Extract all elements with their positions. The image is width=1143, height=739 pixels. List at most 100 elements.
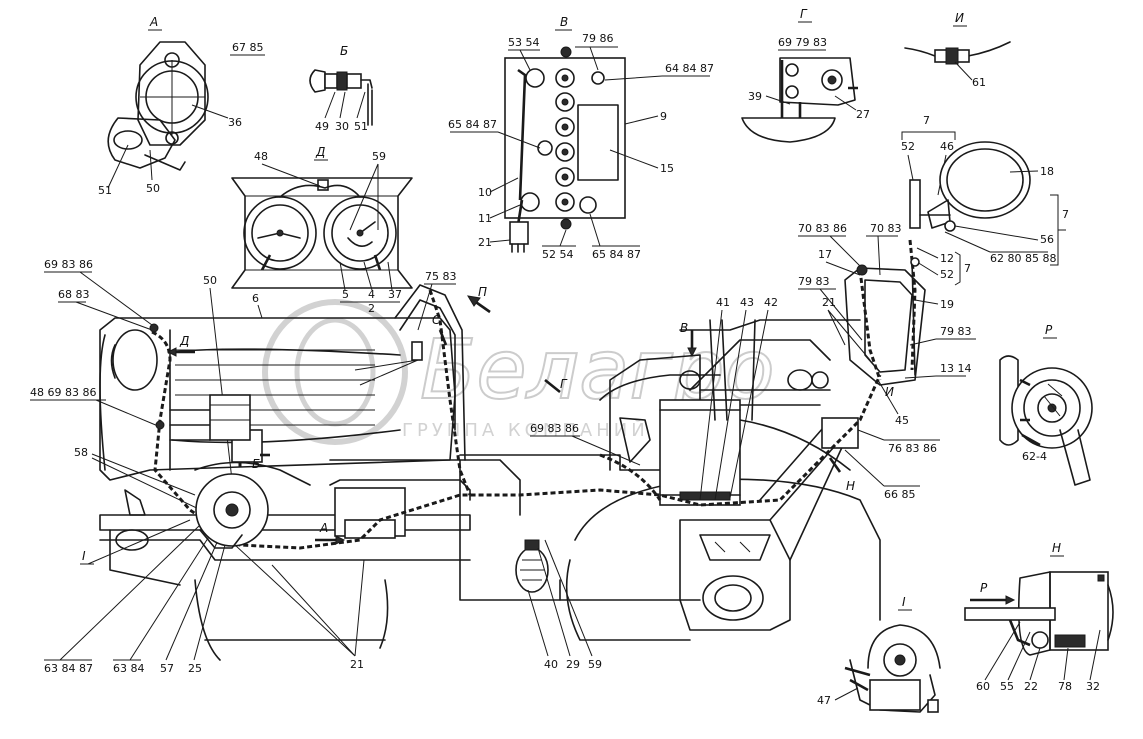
label-70-83-86: 70 83 86 [798,222,847,235]
label-36: 36 [228,116,242,129]
label-64-84-87-a: 64 84 87 [665,62,714,75]
arrow-letter-d: Д [179,334,189,348]
label-61: 61 [972,76,986,89]
view-i-letter: И [955,11,964,25]
label-70-83: 70 83 [870,222,902,235]
front-generator [195,394,269,549]
label-10: 10 [478,186,492,199]
label-30: 30 [335,120,349,133]
tractor-body [99,259,926,661]
label-7-a: 7 [923,114,930,127]
label-69-79-83: 69 79 83 [778,36,827,49]
label-27: 27 [856,108,870,121]
main-callouts: 69 83 86 68 83 6 50 75 83 48 69 83 86 69… [30,258,651,675]
label-11: 11 [478,212,492,225]
label-60: 60 [976,680,990,693]
label-63-84: 63 84 [113,662,145,675]
label-9: 9 [660,110,667,123]
label-52-54: 52 54 [542,248,574,261]
view-i-bottom-letter: I [902,595,906,609]
label-22: 22 [1024,680,1038,693]
label-15: 15 [660,162,674,175]
watermark-tagline: ГРУППА КОМПАНИЙ [402,419,649,441]
rear-lamp-callouts: 70 83 86 70 83 17 79 83 21 79 83 13 14 4… [699,222,976,501]
arrow-letter-p: П [478,285,487,299]
label-53-54: 53 54 [508,36,540,49]
label-65-84-87-a: 65 84 87 [448,118,497,131]
view-d-letter: Д [315,145,325,159]
label-69-83-86-a: 69 83 86 [44,258,93,271]
label-49: 49 [315,120,329,133]
view-g-letter: Г [800,7,808,21]
label-29: 29 [566,658,580,671]
view-i-detail: И 61 [904,11,1011,89]
label-51-b: 51 [354,120,368,133]
label-47: 47 [817,694,831,707]
label-21-b: 21 [822,296,836,309]
label-4: 4 [368,288,375,301]
fuse-row [520,68,605,214]
view-n-letter: Н [1052,541,1061,555]
label-59-a: 59 [372,150,386,163]
view-a-detail: А 67 85 36 51 50 [98,15,265,197]
label-52-b: 52 [940,268,954,281]
label-39: 39 [748,90,762,103]
label-2: 2 [368,302,375,315]
view-v-letter: В [560,15,568,29]
label-79-83-b: 79 83 [940,325,972,338]
label-76-83-86: 76 83 86 [888,442,937,455]
label-40: 40 [544,658,558,671]
arrow-letter-i-left: I [82,549,86,563]
label-68-83: 68 83 [58,288,90,301]
label-32: 32 [1086,680,1100,693]
label-62-80-85-88: 62 80 85 88 [990,252,1056,265]
label-78: 78 [1058,680,1072,693]
view-a-letter: А [149,15,158,29]
label-18: 18 [1040,165,1054,178]
view-arrows: П В С Г Д А Б И Н I [80,285,894,565]
arrow-letter-p-right: Р [980,581,988,595]
label-52-a: 52 [901,140,915,153]
label-46: 46 [940,140,954,153]
label-48-a: 48 [254,150,268,163]
label-17: 17 [818,248,832,261]
label-41: 41 [716,296,730,309]
label-43: 43 [740,296,754,309]
label-57: 57 [160,662,174,675]
label-48-69-83-86: 48 69 83 86 [30,386,96,399]
label-50-b: 50 [203,274,217,287]
watermark-logo-inner [294,317,376,427]
label-12: 12 [940,252,954,265]
label-58: 58 [74,446,88,459]
view-b-letter: Б [340,44,348,58]
label-42: 42 [764,296,778,309]
label-59-b: 59 [588,658,602,671]
view-d-instrument-panel: Д 48 59 5 4 37 2 [231,145,413,315]
arrow-letter-a: А [319,521,328,535]
label-21-c: 21 [350,658,364,671]
label-25: 25 [188,662,202,675]
view-p-detail: Р 62-4 [999,323,1093,486]
label-5: 5 [342,288,349,301]
label-65-84-87-b: 65 84 87 [592,248,641,261]
horn-sensor [515,539,549,593]
view-p-letter: Р [1045,323,1053,337]
watermark-logo-ring [262,299,408,445]
view-b-detail: Б 49 30 51 [309,44,373,133]
view-n-detail: Н Р 60 55 22 78 32 [964,541,1114,693]
label-7-b: 7 [1062,208,1069,221]
label-51-a: 51 [98,184,112,197]
arrow-letter-n: Н [846,479,855,493]
label-6: 6 [252,292,259,305]
label-7-c: 7 [964,262,971,275]
label-21-a: 21 [478,236,492,249]
arrow-letter-c: С [432,313,441,327]
label-79-86: 79 86 [582,32,614,45]
label-55: 55 [1000,680,1014,693]
label-79-83-a: 79 83 [798,275,830,288]
label-75-83: 75 83 [425,270,457,283]
label-69-83-86-b: 69 83 86 [530,422,579,435]
label-63-84-87: 63 84 87 [44,662,93,675]
view-v-fuse-box: В 53 54 79 86 64 84 87 65 84 87 9 [448,15,714,261]
